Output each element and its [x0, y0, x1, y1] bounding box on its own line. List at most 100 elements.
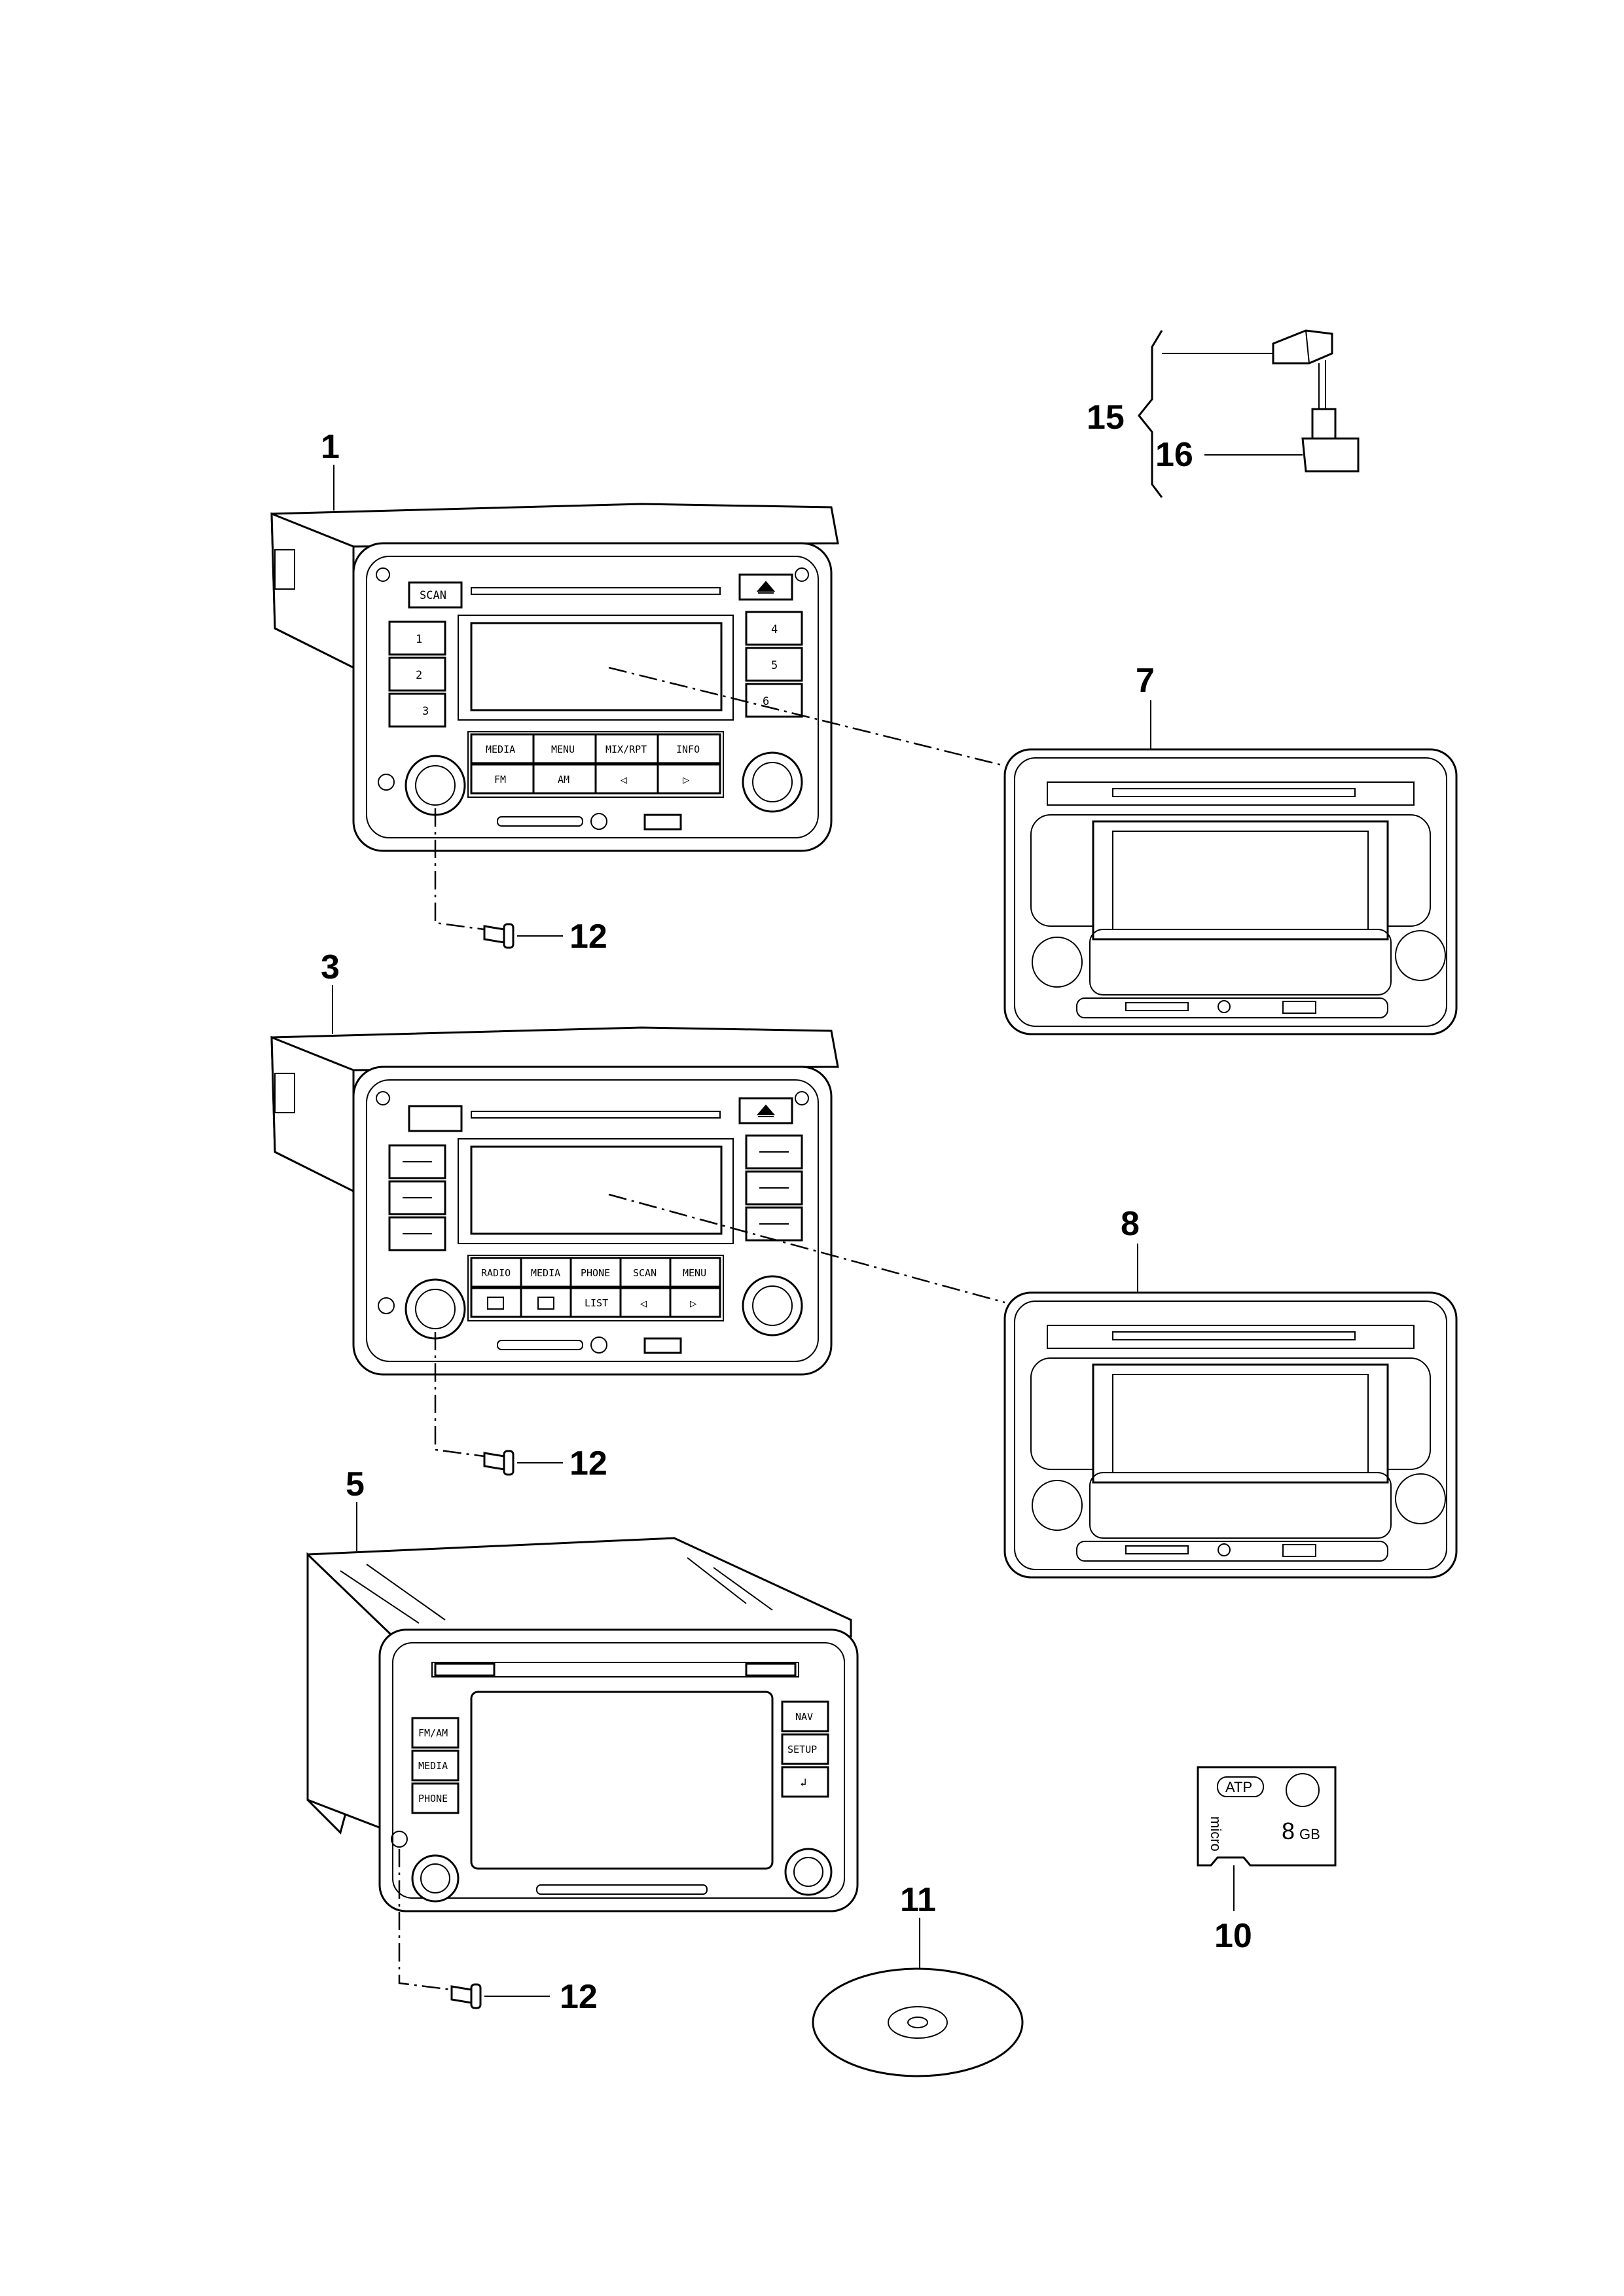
preset-6-label: 6 — [763, 695, 769, 708]
disc-icon — [812, 1967, 1024, 2077]
preset-5-label: 5 — [771, 659, 778, 672]
radio3-row2-buttons: LIST ◁ ▷ — [470, 1287, 721, 1318]
volume-knob-5[interactable] — [411, 1854, 460, 1903]
media-button-5[interactable] — [411, 1749, 460, 1782]
callout-5: 5 — [346, 1465, 365, 1503]
back-button[interactable] — [470, 1287, 522, 1318]
preset-3-button[interactable] — [388, 692, 446, 728]
am-label: AM — [558, 774, 569, 785]
fascia-7: 7 — [1003, 662, 1458, 1035]
preset-2-label: 2 — [416, 669, 422, 682]
callout-12a: 12 — [569, 918, 607, 956]
callout-8: 8 — [1121, 1205, 1140, 1243]
preset-1-button[interactable] — [388, 620, 446, 656]
nav-label: NAV — [795, 1711, 813, 1723]
card-capacity: 8 — [1282, 1818, 1295, 1844]
preset-1-label: 1 — [416, 633, 422, 646]
callout-12c: 12 — [560, 1978, 598, 2016]
preset-5-button[interactable] — [745, 647, 803, 682]
fm-label: FM — [494, 774, 506, 785]
tune-knob-5[interactable] — [784, 1848, 833, 1896]
media-label-3: MEDIA — [531, 1267, 560, 1279]
callout-12b: 12 — [569, 1444, 607, 1482]
media-label-5: MEDIA — [418, 1760, 448, 1772]
preset-6-button[interactable] — [745, 683, 803, 718]
nav-button[interactable] — [781, 1700, 829, 1732]
seek-left-icon-3: ◁ — [640, 1297, 647, 1310]
media-button-3[interactable] — [520, 1257, 572, 1288]
menu-label-3: MENU — [683, 1267, 706, 1279]
scan-label-3: SCAN — [633, 1267, 657, 1279]
tune-knob[interactable] — [742, 751, 803, 813]
phone-label-5: PHONE — [418, 1793, 448, 1804]
disc-11: 11 — [812, 1881, 1024, 2077]
eject-icon — [756, 1104, 776, 1117]
callout-3: 3 — [321, 948, 340, 986]
card-micro: micro — [1208, 1816, 1224, 1852]
callout-11: 11 — [900, 1881, 936, 1919]
seek-right-button-3[interactable] — [669, 1287, 721, 1318]
seek-right-icon: ▷ — [683, 774, 690, 787]
radio-unit-3: 3 RADIO MEDIA — [270, 948, 1005, 1482]
grill-button[interactable] — [408, 1105, 463, 1132]
screw-12c — [450, 1983, 482, 2009]
usb-port-icon — [643, 814, 682, 831]
callout-1: 1 — [321, 428, 340, 466]
folder-button[interactable] — [520, 1287, 572, 1318]
preset-3-label: 3 — [422, 705, 429, 718]
seek-left-icon: ◁ — [620, 774, 628, 787]
info-button[interactable] — [657, 733, 721, 764]
card-brand: ATP — [1225, 1779, 1252, 1795]
folder-icon — [537, 1297, 554, 1310]
eject-button-5[interactable] — [745, 1662, 797, 1677]
volume-knob[interactable] — [405, 755, 466, 816]
preset-2-button[interactable] — [388, 656, 446, 692]
tune-knob-3[interactable] — [742, 1275, 803, 1336]
mix-rpt-label: MIX/RPT — [605, 744, 647, 755]
callout-10: 10 — [1214, 1917, 1252, 1955]
volume-knob-3[interactable] — [405, 1278, 466, 1340]
scan-button[interactable]: SCAN — [420, 589, 446, 602]
list-label: LIST — [585, 1297, 608, 1309]
media-button[interactable] — [470, 733, 535, 764]
media-label: MEDIA — [486, 744, 515, 755]
microsd-card-10: ATP micro 8 GB 10 — [1197, 1766, 1337, 1955]
fm-am-label: FM/AM — [418, 1727, 448, 1739]
menu-button-3[interactable] — [669, 1257, 721, 1288]
setup-button[interactable] — [781, 1733, 829, 1765]
info-label: INFO — [676, 744, 700, 755]
callout-15: 15 — [1087, 399, 1125, 437]
menu-button[interactable] — [532, 733, 597, 764]
fm-am-button[interactable] — [411, 1717, 460, 1749]
part-15-16-adapter: 15 16 — [1087, 329, 1360, 498]
card-unit: GB — [1299, 1826, 1320, 1842]
radio-label: RADIO — [481, 1267, 511, 1279]
preset-4-label: 4 — [771, 623, 778, 636]
phone-button-5[interactable] — [411, 1782, 460, 1814]
seek-right-button[interactable] — [657, 763, 721, 795]
radio-button[interactable] — [470, 1257, 522, 1288]
track-buttons[interactable] — [434, 1662, 496, 1677]
preset-4-button[interactable] — [745, 611, 803, 646]
nav-right-buttons: NAV SETUP ↲ — [781, 1700, 829, 1798]
phone-button[interactable] — [569, 1257, 622, 1288]
mix-rpt-button[interactable] — [594, 733, 659, 764]
setup-label: SETUP — [787, 1744, 817, 1755]
seek-left-button-3[interactable] — [619, 1287, 672, 1318]
eject-icon — [756, 581, 776, 594]
list-button[interactable] — [569, 1287, 622, 1318]
am-button[interactable] — [532, 763, 597, 795]
callout-16: 16 — [1155, 436, 1193, 474]
back-button-5[interactable] — [781, 1766, 829, 1798]
seek-right-icon-3: ▷ — [690, 1297, 697, 1310]
skoda-logo-icon — [1286, 1773, 1320, 1807]
radio3-row1-buttons: RADIO MEDIA PHONE SCAN MENU — [470, 1257, 721, 1288]
fm-button[interactable] — [470, 763, 535, 795]
radio1-row2-buttons: FM AM ◁ ▷ — [470, 763, 721, 795]
touch-screen[interactable] — [470, 1691, 774, 1870]
screw-12a — [483, 923, 514, 949]
back-icon — [487, 1297, 504, 1310]
radio-unit-1: 1 SCAN 1 2 3 4 5 6 — [270, 428, 1005, 956]
fascia-8: 8 — [1003, 1205, 1458, 1579]
